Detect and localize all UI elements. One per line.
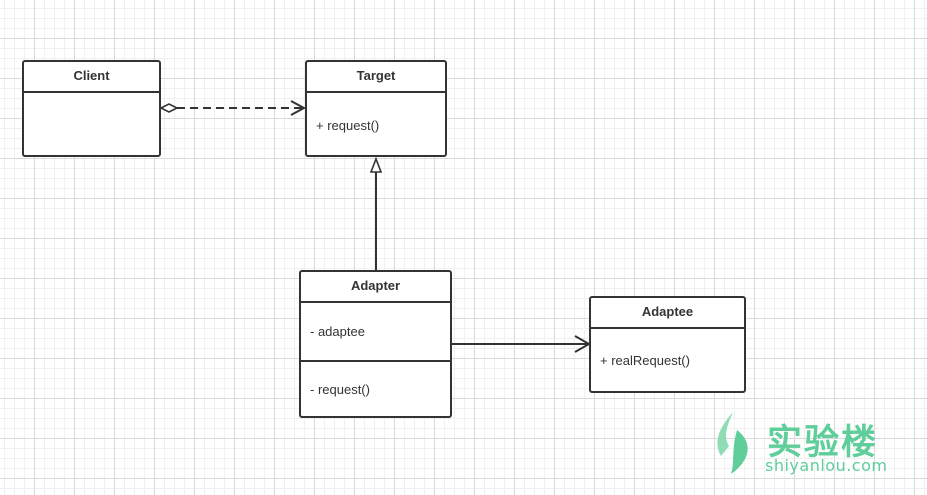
class-name: Client: [24, 62, 159, 93]
class-target[interactable]: Target + request(): [305, 60, 447, 157]
open-arrowhead-icon: [290, 100, 307, 116]
class-name: Adapter: [301, 272, 450, 303]
class-name: Adaptee: [591, 298, 744, 329]
class-adapter[interactable]: Adapter - adaptee - request(): [299, 270, 452, 418]
hollow-triangle-icon: [369, 156, 383, 173]
class-body: [24, 93, 159, 157]
attribute-adaptee: - adaptee: [301, 303, 450, 362]
brand-name-cn: 实验楼: [767, 423, 879, 463]
client-target-dependency: [159, 100, 307, 116]
method-request: - request(): [310, 382, 370, 397]
class-adaptee[interactable]: Adaptee + realRequest(): [589, 296, 746, 393]
leaf-logo-icon: [717, 412, 748, 474]
class-client[interactable]: Client: [22, 60, 161, 157]
brand-site: shiyanlou.com: [765, 456, 888, 475]
aggregation-diamond-icon: [159, 103, 179, 113]
class-name: Target: [307, 62, 445, 93]
adapter-target-generalization: [369, 156, 383, 270]
method-real-request: + realRequest(): [600, 353, 690, 368]
adapter-adaptee-association: [452, 335, 592, 353]
shiyanlou-watermark: 实验楼 shiyanlou.com: [705, 410, 888, 482]
method-request: + request(): [316, 118, 380, 133]
